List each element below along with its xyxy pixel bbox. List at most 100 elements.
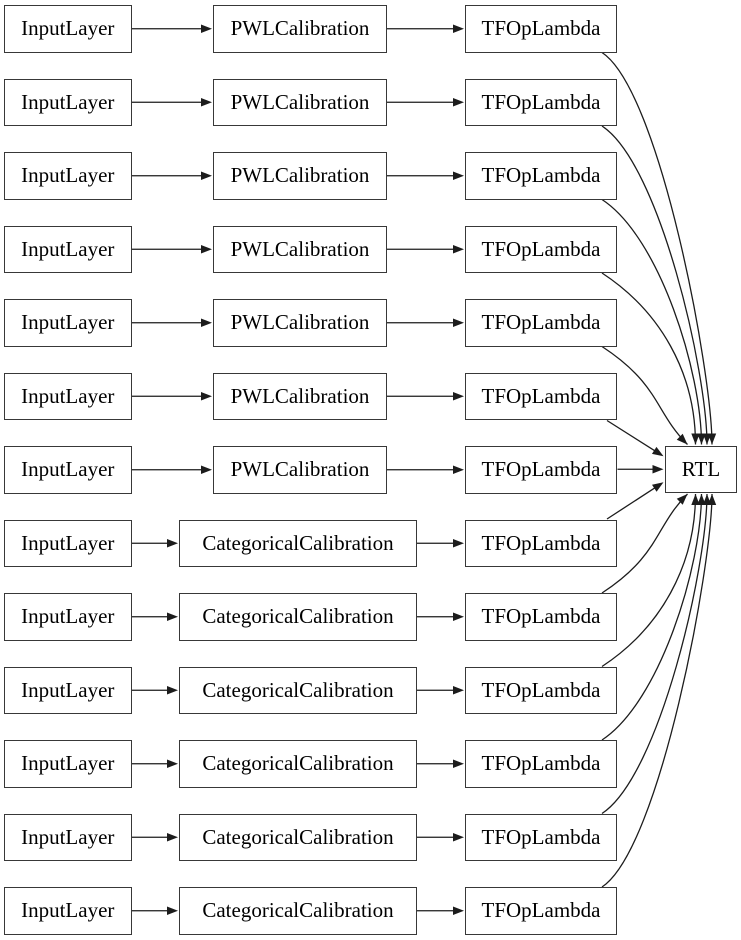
node-input-layer-row1: InputLayer xyxy=(3,5,132,53)
node-categorical-calibration-row8: CategoricalCalibration xyxy=(179,519,417,567)
node-tfop-lambda-row11-label: TFOpLambda xyxy=(481,751,601,776)
node-pwl-calibration-row4: PWLCalibration xyxy=(213,225,387,273)
node-categorical-calibration-row9: CategoricalCalibration xyxy=(179,593,417,641)
edge-input-to-calibration-row8-arrowhead-icon xyxy=(167,539,178,548)
edge-op-to-rtl-row7-arrowhead-icon xyxy=(652,465,664,474)
edge-op-to-rtl-row13 xyxy=(601,493,713,888)
node-input-layer-row2: InputLayer xyxy=(3,78,132,126)
node-categorical-calibration-row11: CategoricalCalibration xyxy=(179,740,417,788)
node-tfop-lambda-row10: TFOpLambda xyxy=(465,666,617,714)
node-tfop-lambda-row4: TFOpLambda xyxy=(465,225,617,273)
node-input-layer-row7-label: InputLayer xyxy=(21,457,115,482)
edge-input-to-calibration-row13-arrowhead-icon xyxy=(167,906,178,915)
node-input-layer-row8-label: InputLayer xyxy=(21,530,115,555)
edge-op-to-rtl-row8-arrowhead-icon xyxy=(651,482,664,492)
edge-input-to-calibration-row11-arrowhead-icon xyxy=(167,759,178,768)
node-pwl-calibration-row5-label: PWLCalibration xyxy=(230,310,370,335)
edge-input-to-calibration-row9-arrowhead-icon xyxy=(167,612,178,621)
edge-input-to-calibration-row1-arrowhead-icon xyxy=(201,24,212,33)
edge-input-to-calibration-row7-arrowhead-icon xyxy=(201,465,212,474)
edge-calibration-to-op-row10-arrowhead-icon xyxy=(453,686,464,695)
edge-calibration-to-op-row9-arrowhead-icon xyxy=(453,612,464,621)
node-categorical-calibration-row11-label: CategoricalCalibration xyxy=(202,751,394,776)
edge-input-to-calibration-row3-arrowhead-icon xyxy=(201,171,212,180)
node-categorical-calibration-row9-label: CategoricalCalibration xyxy=(202,604,394,629)
node-input-layer-row3-label: InputLayer xyxy=(21,163,115,188)
edge-op-to-rtl-row4 xyxy=(601,272,697,445)
node-categorical-calibration-row13: CategoricalCalibration xyxy=(179,887,417,935)
node-tfop-lambda-row1: TFOpLambda xyxy=(465,5,617,53)
edge-op-to-rtl-row4-arrowhead-icon xyxy=(691,433,700,445)
edge-input-to-calibration-row10-arrowhead-icon xyxy=(167,686,178,695)
node-input-layer-row12: InputLayer xyxy=(3,813,132,861)
edge-op-to-rtl-row11 xyxy=(601,493,703,741)
edge-calibration-to-op-row3-arrowhead-icon xyxy=(453,171,464,180)
edge-op-to-rtl-row5-arrowhead-icon xyxy=(676,433,688,445)
node-input-layer-row6: InputLayer xyxy=(3,372,132,420)
node-input-layer-row5: InputLayer xyxy=(3,299,132,347)
node-categorical-calibration-row10: CategoricalCalibration xyxy=(179,666,417,714)
node-tfop-lambda-row3-label: TFOpLambda xyxy=(481,163,601,188)
node-rtl-output: RTL xyxy=(665,445,737,493)
node-pwl-calibration-row6-label: PWLCalibration xyxy=(230,383,370,408)
edge-op-to-rtl-row11-arrowhead-icon xyxy=(697,494,706,505)
node-input-layer-row13-label: InputLayer xyxy=(21,898,115,923)
node-pwl-calibration-row7: PWLCalibration xyxy=(213,446,387,494)
node-tfop-lambda-row3: TFOpLambda xyxy=(465,152,617,200)
edge-op-to-rtl-row5 xyxy=(601,345,688,445)
edge-calibration-to-op-row4-arrowhead-icon xyxy=(453,245,464,254)
node-tfop-lambda-row2: TFOpLambda xyxy=(465,78,617,126)
node-tfop-lambda-row11: TFOpLambda xyxy=(465,740,617,788)
edge-op-to-rtl-row10-arrowhead-icon xyxy=(691,494,700,505)
node-pwl-calibration-row2: PWLCalibration xyxy=(213,78,387,126)
node-input-layer-row12-label: InputLayer xyxy=(21,824,115,849)
edge-input-to-calibration-row6-arrowhead-icon xyxy=(201,392,212,401)
node-rtl-output-label: RTL xyxy=(681,456,721,481)
edge-op-to-rtl-row1 xyxy=(601,51,713,445)
node-pwl-calibration-row5: PWLCalibration xyxy=(213,299,387,347)
node-input-layer-row9-label: InputLayer xyxy=(21,604,115,629)
node-input-layer-row10: InputLayer xyxy=(3,666,132,714)
node-tfop-lambda-row13-label: TFOpLambda xyxy=(481,898,601,923)
node-input-layer-row8: InputLayer xyxy=(3,519,132,567)
node-tfop-lambda-row12-label: TFOpLambda xyxy=(481,824,601,849)
node-categorical-calibration-row10-label: CategoricalCalibration xyxy=(202,677,394,702)
edge-calibration-to-op-row13-arrowhead-icon xyxy=(453,906,464,915)
node-categorical-calibration-row13-label: CategoricalCalibration xyxy=(202,898,394,923)
node-input-layer-row2-label: InputLayer xyxy=(21,89,115,114)
node-pwl-calibration-row2-label: PWLCalibration xyxy=(230,89,370,114)
node-pwl-calibration-row1-label: PWLCalibration xyxy=(230,16,370,41)
edge-calibration-to-op-row8-arrowhead-icon xyxy=(453,539,464,548)
node-tfop-lambda-row13: TFOpLambda xyxy=(465,887,617,935)
edge-input-to-calibration-row4-arrowhead-icon xyxy=(201,245,212,254)
node-pwl-calibration-row1: PWLCalibration xyxy=(213,5,387,53)
edge-calibration-to-op-row12-arrowhead-icon xyxy=(453,833,464,842)
node-tfop-lambda-row9: TFOpLambda xyxy=(465,593,617,641)
edge-op-to-rtl-row13-arrowhead-icon xyxy=(707,494,717,505)
edge-op-to-rtl-row3-arrowhead-icon xyxy=(697,433,706,445)
edge-input-to-calibration-row12-arrowhead-icon xyxy=(167,833,178,842)
node-input-layer-row7: InputLayer xyxy=(3,446,132,494)
node-pwl-calibration-row4-label: PWLCalibration xyxy=(230,236,370,261)
edge-op-to-rtl-row8 xyxy=(606,487,656,520)
node-pwl-calibration-row7-label: PWLCalibration xyxy=(230,457,370,482)
node-tfop-lambda-row6-label: TFOpLambda xyxy=(481,383,601,408)
edge-op-to-rtl-row12 xyxy=(601,493,708,815)
node-tfop-lambda-row6: TFOpLambda xyxy=(465,372,617,420)
edge-calibration-to-op-row7-arrowhead-icon xyxy=(453,465,464,474)
node-pwl-calibration-row3-label: PWLCalibration xyxy=(230,163,370,188)
node-categorical-calibration-row12: CategoricalCalibration xyxy=(179,813,417,861)
node-tfop-lambda-row1-label: TFOpLambda xyxy=(481,16,601,41)
node-tfop-lambda-row8-label: TFOpLambda xyxy=(481,530,601,555)
node-input-layer-row11: InputLayer xyxy=(3,740,132,788)
node-input-layer-row13: InputLayer xyxy=(3,887,132,935)
node-categorical-calibration-row8-label: CategoricalCalibration xyxy=(202,530,394,555)
node-tfop-lambda-row2-label: TFOpLambda xyxy=(481,89,601,114)
edge-op-to-rtl-row3 xyxy=(601,198,703,445)
edge-input-to-calibration-row2-arrowhead-icon xyxy=(201,98,212,107)
node-tfop-lambda-row5: TFOpLambda xyxy=(465,299,617,347)
edge-op-to-rtl-row9 xyxy=(601,493,688,594)
node-tfop-lambda-row5-label: TFOpLambda xyxy=(481,310,601,335)
